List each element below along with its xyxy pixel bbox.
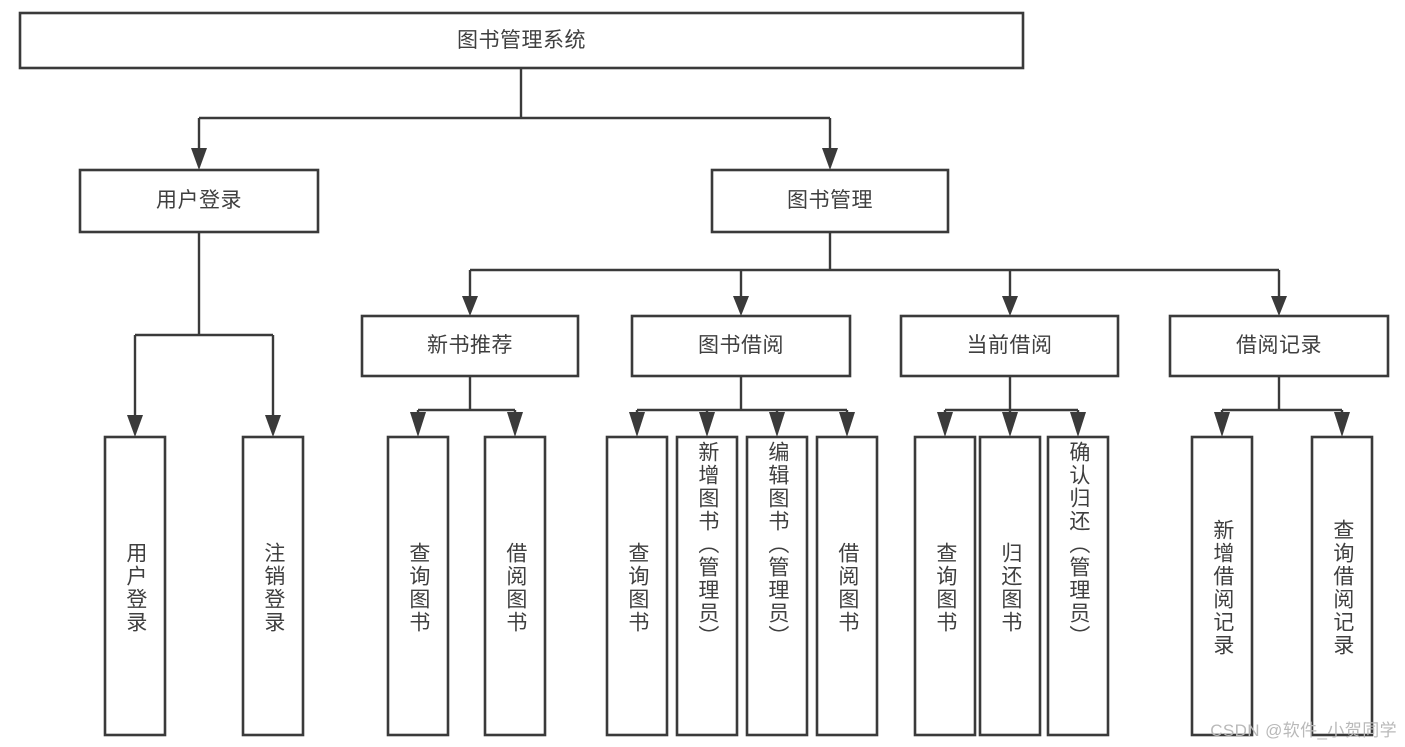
arrowhead-leaf-5 (699, 412, 715, 437)
node-box-leaf-1[interactable] (241, 435, 305, 737)
arrowhead-current-borrow (1002, 296, 1018, 316)
node-box-book-management[interactable] (710, 168, 950, 234)
node-box-leaf-0[interactable] (103, 435, 167, 737)
arrowhead-leaf-1 (265, 415, 281, 437)
node-box-leaf-8[interactable] (913, 435, 977, 737)
node-box-leaf-12[interactable] (1310, 435, 1374, 737)
node-box-leaf-9[interactable] (978, 435, 1042, 737)
node-box-borrow-record[interactable] (1168, 314, 1390, 378)
node-box-leaf-10[interactable] (1046, 435, 1110, 737)
edge-layer (127, 68, 1350, 437)
arrowhead-leaf-6 (769, 412, 785, 437)
arrowhead-leaf-4 (629, 412, 645, 437)
node-box-book-borrow[interactable] (630, 314, 852, 378)
arrowhead-leaf-2 (410, 412, 426, 437)
arrowhead-leaf-7 (839, 412, 855, 437)
arrowhead-leaf-12 (1334, 412, 1350, 437)
arrowhead-book-borrow (733, 296, 749, 316)
arrowhead-leaf-0 (127, 415, 143, 437)
arrowhead-user-login (191, 148, 207, 170)
arrowhead-leaf-8 (937, 412, 953, 437)
node-box-leaf-7[interactable] (815, 435, 879, 737)
arrowhead-leaf-9 (1002, 412, 1018, 437)
node-box-root[interactable] (18, 11, 1025, 70)
node-box-leaf-6[interactable] (745, 435, 809, 737)
node-box-new-book-recommend[interactable] (360, 314, 580, 378)
node-box-leaf-4[interactable] (605, 435, 669, 737)
arrowhead-new-book (462, 296, 478, 316)
node-box-leaf-3[interactable] (483, 435, 547, 737)
node-box-user-login[interactable] (78, 168, 320, 234)
node-box-leaf-11[interactable] (1190, 435, 1254, 737)
arrowhead-borrow-record (1271, 296, 1287, 316)
arrowhead-leaf-11 (1214, 412, 1230, 437)
node-box-leaf-2[interactable] (386, 435, 450, 737)
node-box-leaf-5[interactable] (675, 435, 739, 737)
watermark-text: CSDN @软件_小贺同学 (1210, 721, 1397, 740)
arrowhead-leaf-3 (507, 412, 523, 437)
arrowhead-book-manage (822, 148, 838, 170)
node-box-layer (18, 11, 1390, 737)
arrowhead-leaf-10 (1070, 412, 1086, 437)
node-box-current-borrow[interactable] (899, 314, 1120, 378)
